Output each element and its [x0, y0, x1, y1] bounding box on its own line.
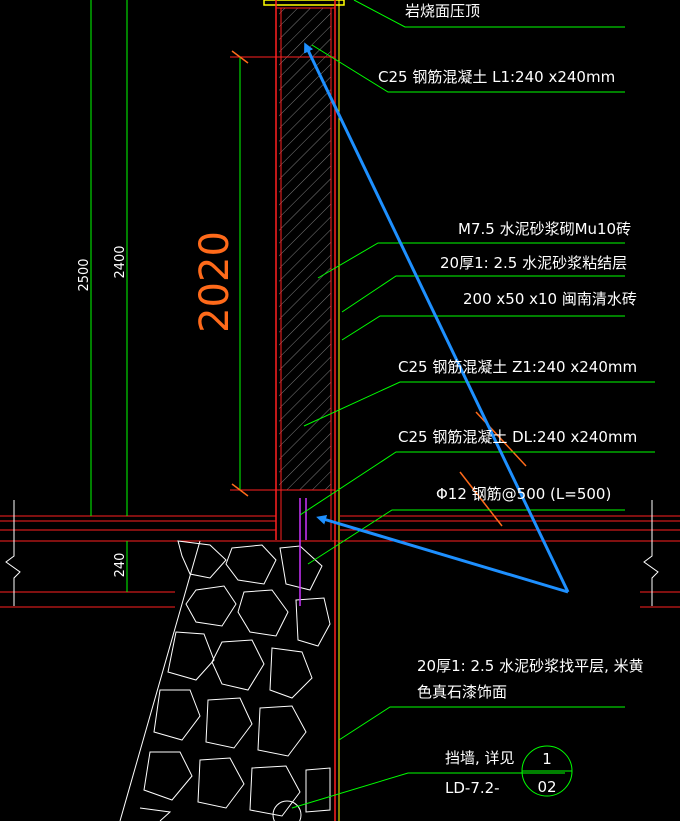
label-coping: 岩烧面压顶: [405, 2, 480, 20]
rebar-dowel: [299, 498, 307, 606]
dimension-lines: [90, 0, 241, 592]
label-z1-column: C25 钢筋混凝土 Z1:240 x240mm: [398, 358, 637, 376]
footing-zone: [279, 490, 331, 540]
label-dl-beam: C25 钢筋混凝土 DL:240 x240mm: [398, 428, 637, 446]
label-plaster-line1: 20厚1: 2.5 水泥砂浆找平层, 米黄: [417, 657, 644, 675]
label-facing-brick: 200 x50 x10 闽南清水砖: [463, 290, 637, 308]
label-brick-masonry: M7.5 水泥砂浆砌Mu10砖: [458, 220, 631, 238]
label-bond-layer: 20厚1: 2.5 水泥砂浆粘结层: [440, 254, 627, 272]
detail-ref-page: 02: [537, 778, 556, 796]
foundation-callout-circle: [272, 800, 302, 821]
dim-2020: 2020: [192, 231, 238, 333]
break-lines: [5, 500, 659, 606]
label-ref-sheet: LD-7.2-: [445, 779, 500, 797]
dimension-ticks: [231, 50, 527, 527]
dim-240: 240: [113, 553, 128, 578]
dim-2400: 2400: [113, 245, 128, 278]
highlight-arrow-to-l1: [304, 42, 570, 593]
rubble-foundation: [119, 540, 331, 821]
label-l1-beam: C25 钢筋混凝土 L1:240 x240mm: [378, 68, 615, 86]
dim-2500: 2500: [77, 258, 92, 291]
leader-lines: [291, 0, 655, 809]
ground-slab: [0, 515, 680, 608]
label-rebar: Φ12 钢筋@500 (L=500): [436, 485, 611, 503]
highlight-arrow-to-footing: [316, 514, 569, 594]
label-retaining-wall: 挡墙, 详见: [445, 749, 515, 767]
wall-core-hatch: [279, 8, 331, 490]
coping-cap: [263, 0, 345, 6]
detail-ref-number: 1: [542, 750, 552, 768]
label-plaster-line2: 色真石漆饰面: [417, 683, 507, 701]
